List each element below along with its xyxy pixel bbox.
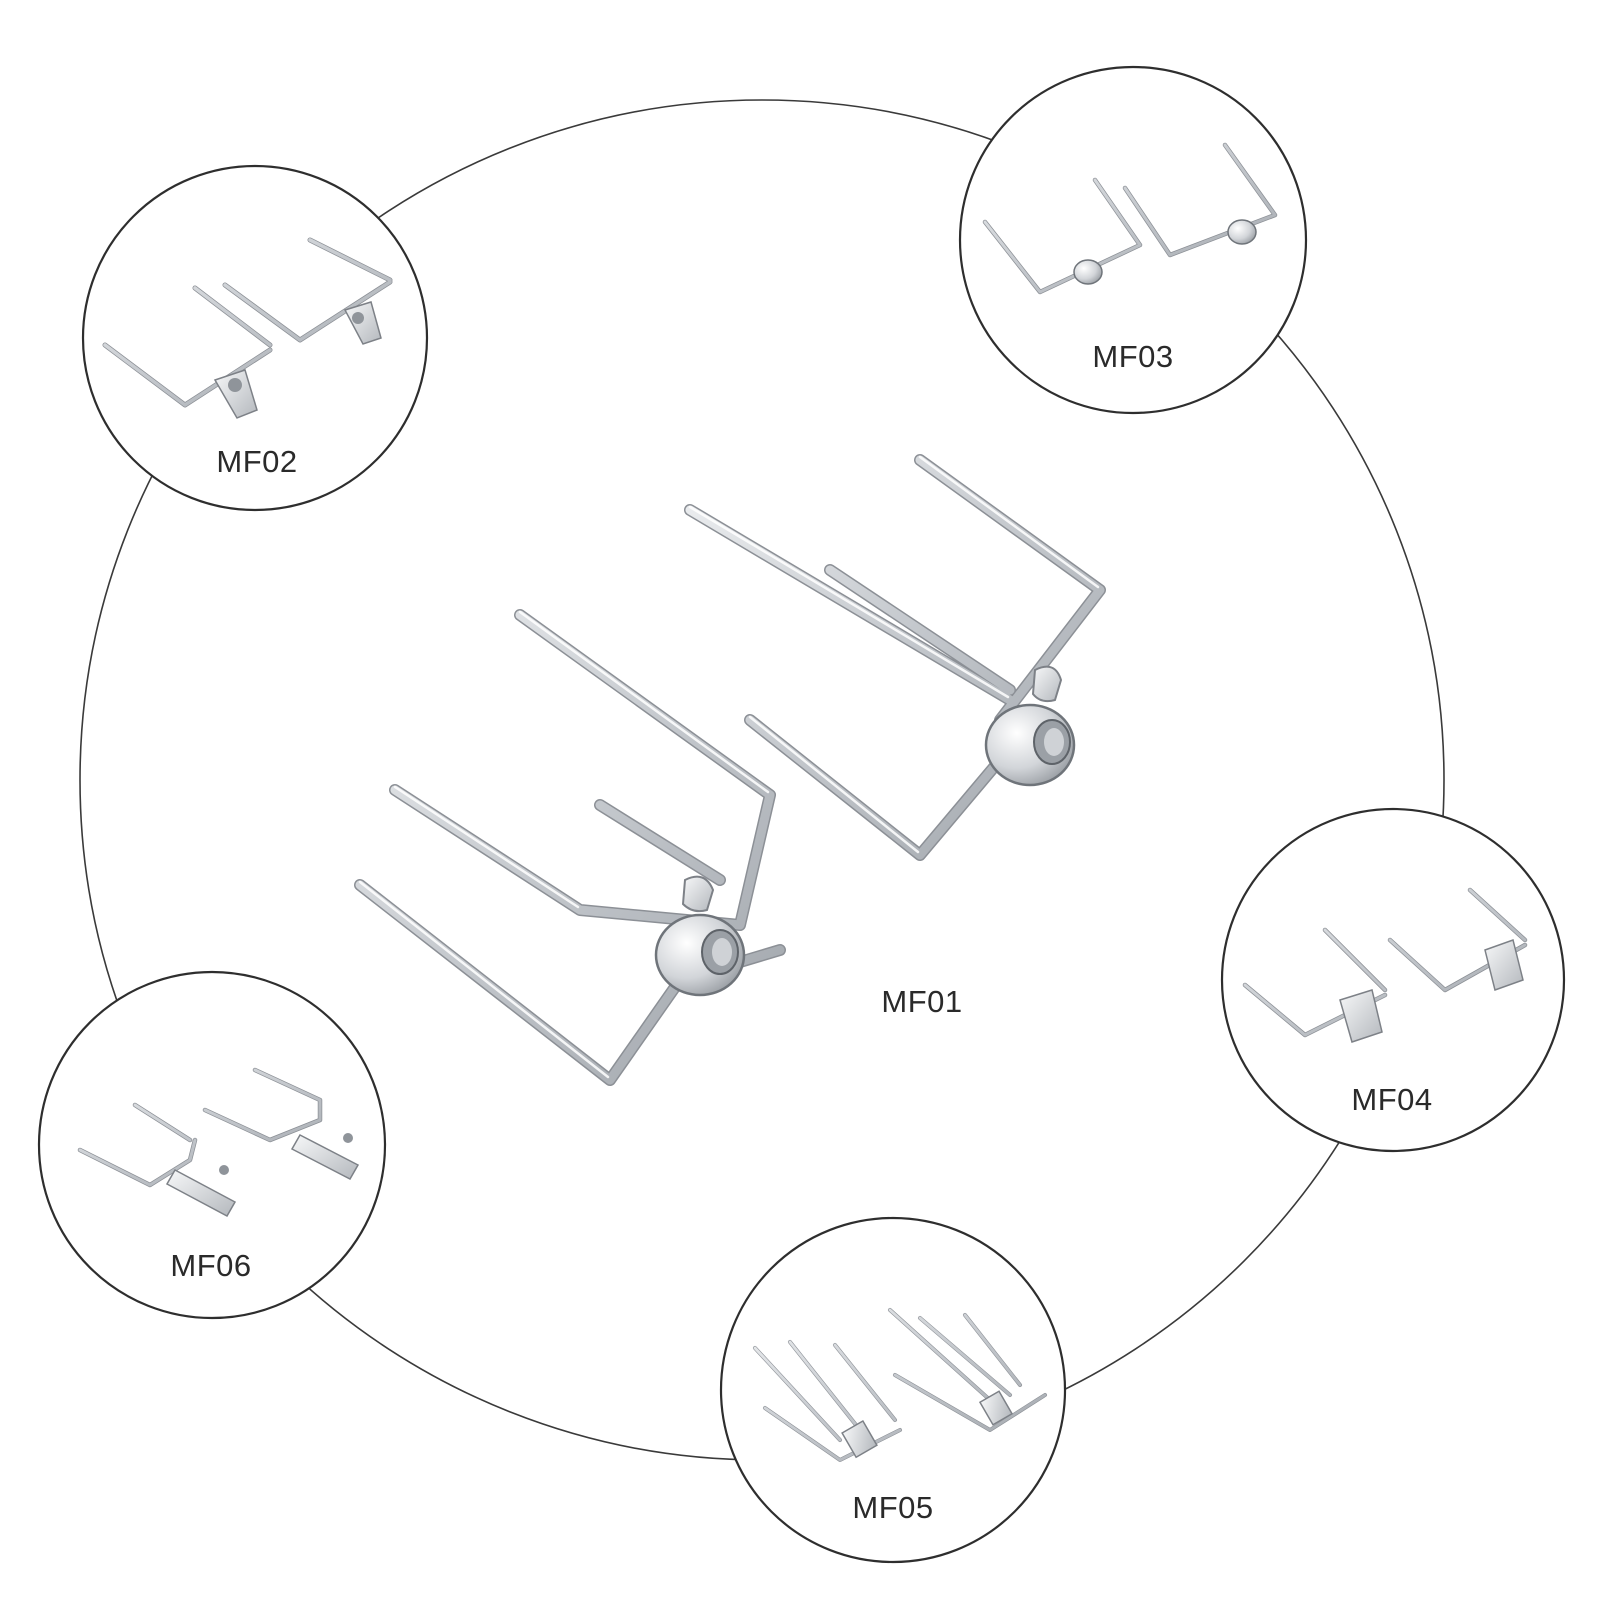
mf04-bubble: MF04 [1220,807,1566,1153]
mf01-right-collar [984,665,1076,787]
mf02-label: MF02 [216,444,297,479]
mf05-bubble: MF05 [719,1216,1067,1564]
mf06-label: MF06 [170,1248,251,1283]
mf06-fork-image [77,1067,360,1218]
mf04-label: MF04 [1351,1082,1432,1117]
mf04-fork-image [1242,887,1528,1043]
mf05-fork-image [753,1308,1047,1462]
mf03-bubble: MF03 [958,65,1308,415]
mf05-label: MF05 [852,1490,933,1525]
mf01-label: MF01 [881,984,962,1019]
mf01-fork-set: MF01 [354,454,1106,1086]
mf06-bubble: MF06 [37,970,387,1320]
mf01-right-fork [684,454,1106,861]
mf02-fork-image [102,237,393,419]
mf02-bubble: MF02 [81,164,429,512]
mf03-fork-image [982,142,1278,295]
mf01-left-fork [354,609,786,1086]
mf03-label: MF03 [1092,339,1173,374]
mf01-left-collar [654,875,746,997]
